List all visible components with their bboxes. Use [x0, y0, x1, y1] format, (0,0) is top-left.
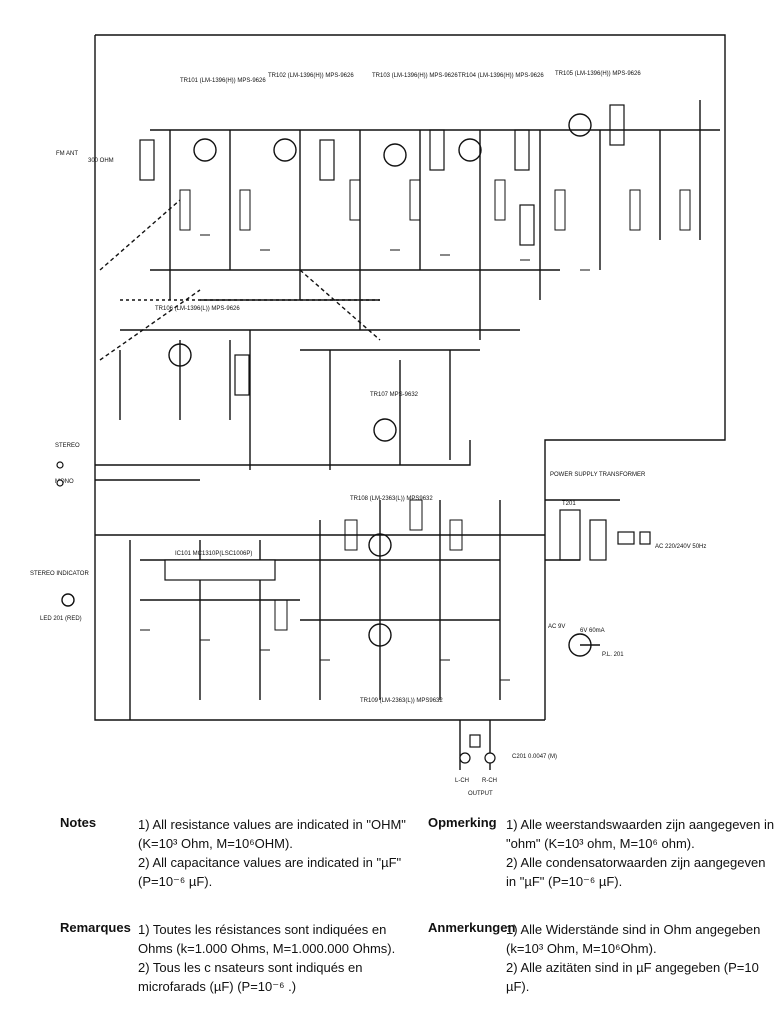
led-label: LED 201 (RED) [40, 616, 82, 622]
note-item: 2) Alle azitäten sind in µF angegeben (P… [506, 960, 759, 994]
tr102-label: TR102 (LM-1396(H)) MPS-9626 [268, 73, 354, 79]
tr105-label: TR105 (LM-1396(H)) MPS-9626 [555, 71, 641, 77]
power-supply-label: POWER SUPPLY TRANSFORMER [550, 472, 646, 478]
ic101-label: IC101 MC1310P(LSC1006P) [175, 551, 252, 557]
pilot-lamp-label: P.L. 201 [602, 652, 624, 658]
tr101-label: TR101 (LM-1396(H)) MPS-9626 [180, 78, 266, 84]
stereo-switch-label: STEREO [55, 443, 80, 449]
ac-input-label: AC 220/240V 50Hz [655, 544, 706, 550]
note-item: 1) Toutes les résistances sont indiquées… [138, 922, 396, 956]
tr106-label: TR106 (LM-1396(L)) MPS-9626 [155, 306, 240, 312]
t201-label: T201 [562, 501, 576, 507]
stereo-indicator-label: STEREO INDICATOR [30, 571, 89, 577]
note-item: 1) Alle weerstandswaarden zijn aangegeve… [506, 817, 775, 851]
note-item: 1) Alle Widerstände sind in Ohm angegebe… [506, 922, 761, 956]
tr104-label: TR104 (LM-1396(H)) MPS-9626 [458, 73, 544, 79]
note-item: 2) Alle condensatorwaarden zijn aangegev… [506, 855, 766, 889]
tr103-label: TR103 (LM-1396(H)) MPS-9626 [372, 73, 458, 79]
notes-heading: Anmerkungen [428, 920, 516, 935]
notes-heading: Notes [60, 815, 97, 830]
note-item: 2) All capacitance values are indicated … [138, 855, 402, 889]
notes-heading: Opmerking [428, 815, 497, 830]
tr108-label: TR108 (LM-2363(L)) MPS9632 [350, 496, 433, 502]
left-channel-label: L-CH [455, 778, 469, 784]
tr107-label: TR107 MPS-9632 [370, 392, 419, 398]
note-item: 2) Tous les c nsateurs sont indiqués en … [138, 960, 363, 994]
notes-heading: Remarques [60, 920, 131, 935]
ohm-300-label: 300 OHM [88, 158, 114, 164]
radio-schematic-diagram: FM ANT 300 OHM STEREO MONO STEREO INDICA… [30, 34, 726, 797]
mono-switch-label: MONO [55, 479, 74, 485]
output-label: OUTPUT [468, 791, 493, 797]
ac9v-label: AC 9V [548, 624, 565, 630]
notes-section: Notes 1) All resistance values are indic… [0, 805, 774, 1020]
note-item: 1) All resistance values are indicated i… [138, 817, 406, 851]
c201-label: C201 0.0047 (M) [512, 754, 557, 760]
right-channel-label: R-CH [482, 778, 497, 784]
lamp-label: 6V 60mA [580, 628, 605, 634]
tr109-label: TR109 (LM-2363(L)) MPS9632 [360, 698, 443, 704]
fm-ant-label: FM ANT [56, 151, 78, 157]
